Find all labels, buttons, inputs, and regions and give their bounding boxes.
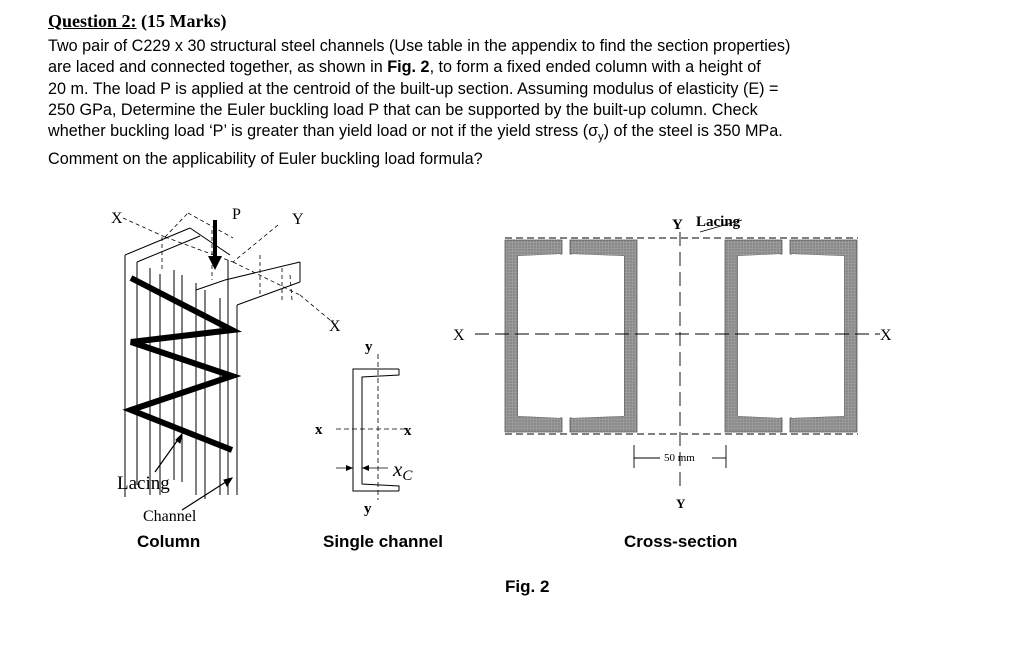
question-line-6: Comment on the applicability of Euler bu… [48,149,483,168]
lacing-bars [122,275,243,453]
lacing-label: Lacing [117,473,170,494]
question-marks: (15 Marks) [141,11,227,31]
single-channel-y-bottom: y [364,501,372,517]
channel-label: Channel [143,508,197,525]
left-channel-mirror [569,239,638,433]
question-line-4: 250 GPa, Determine the Euler buckling lo… [48,100,758,119]
question-line-2: are laced and connected together, as sho… [48,58,761,77]
right-channel-mirror [789,239,858,433]
cross-section-drawing [475,219,880,492]
question-text: Two pair of C229 x 30 structural steel c… [48,36,978,170]
column-axis-y-label: Y [292,211,304,228]
question-label: Question 2: [48,11,137,31]
load-p-label: P [232,206,241,223]
question-line-3: 20 m. The load P is applied at the centr… [48,79,779,98]
single-channel-x-right: x [404,423,412,439]
fig-reference: Fig. 2 [387,58,430,77]
single-channel-drawing [336,354,405,500]
dimension-50mm: 50 mm [664,452,695,464]
cross-section-y-bottom: Y [676,496,686,511]
column-axis-x-label: X [111,210,123,227]
cross-section-y-top: Y [672,217,683,233]
question-line-1: Two pair of C229 x 30 structural steel c… [48,37,791,55]
single-channel-x-left: x [315,422,323,438]
column-drawing [122,212,331,511]
question-line-5: whether buckling load ‘P’ is greater tha… [48,122,783,144]
figure-label: Fig. 2 [505,577,550,596]
column-axis-x-end-label: X [329,318,341,335]
left-channel [504,239,563,433]
cross-section-caption: Cross-section [624,532,738,551]
xc-label: xC [392,457,413,484]
cross-section-lacing-label: Lacing [696,214,741,230]
right-channel [724,239,783,433]
cross-section-x-right: X [880,327,892,344]
column-caption: Column [137,532,201,551]
single-channel-caption: Single channel [323,532,443,551]
question-heading: Question 2: (15 Marks) [48,11,227,32]
cross-section-x-left: X [453,327,465,344]
single-channel-y-top: y [365,339,373,355]
